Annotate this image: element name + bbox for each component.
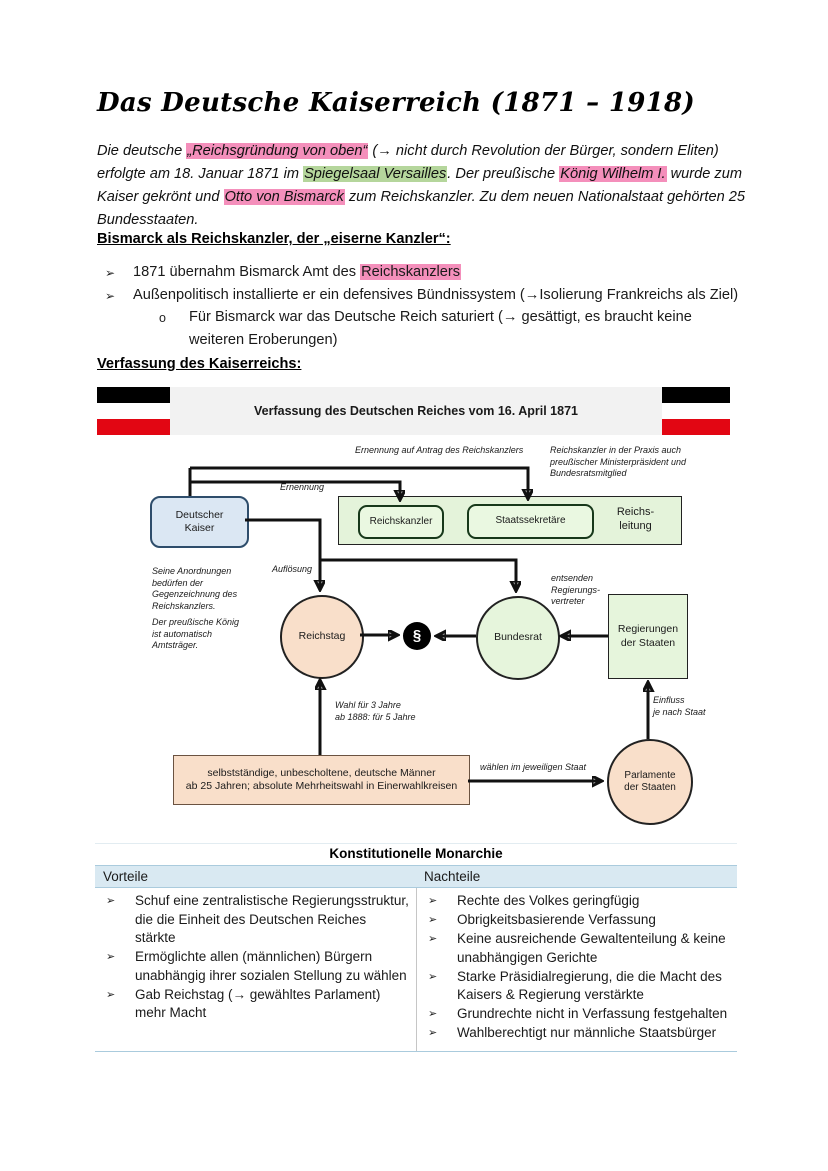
aufloesung-label: Auflösung <box>272 564 313 574</box>
list-item-text: Gab Reichstag (→ gewähltes Parlament) me… <box>135 986 381 1021</box>
bullet-arrow-icon: ➢ <box>428 1008 438 1020</box>
table-header-row: Vorteile Nachteile <box>95 865 737 888</box>
text-segment: Die deutsche <box>97 143 187 159</box>
list-item: ➢ 1871 übernahm Bismarck Amt des Reichsk… <box>97 261 747 284</box>
bullet-text: 1871 übernahm Bismarck Amt des Reichskan… <box>133 264 462 280</box>
column-header-nachteile: Nachteile <box>424 869 481 884</box>
ernennung-label: Ernennung <box>280 482 325 492</box>
list-item: ➢ Obrigkeitsbasierende Verfassung <box>419 911 731 930</box>
list-item: ➢ Wahlberechtigt nur männliche Staatsbürg… <box>419 1024 731 1043</box>
list-item-text: Ermöglichte allen (männlichen) Bürgern u… <box>135 949 407 983</box>
einfluss-label: Einfluss je nach Staat <box>653 695 706 717</box>
staatssekretaere-box: Staatssekretäre <box>467 504 594 539</box>
flag-stripe-black <box>97 387 170 403</box>
bullet-arrow-icon: ➢ <box>106 951 116 963</box>
diagram-title-bar: Verfassung des Deutschen Reiches vom 16.… <box>170 387 662 435</box>
bullet-arrow-icon: ➢ <box>428 895 438 907</box>
flag-stripe-red <box>662 419 730 435</box>
table-title: Konstitutionelle Monarchie <box>95 843 737 865</box>
section-heading-verfassung: Verfassung des Kaiserreichs: <box>97 356 302 372</box>
bullet-arrow-icon: ➢ <box>106 895 116 907</box>
diagram-title: Verfassung des Deutschen Reiches vom 16.… <box>254 404 578 418</box>
highlighted-text: König Wilhelm I. <box>559 166 667 182</box>
list-item-text: Grundrechte nicht in Verfassung festgeha… <box>457 1006 728 1021</box>
paragraph-symbol: § <box>403 622 431 650</box>
list-item-text: Rechte des Volkes geringfügig <box>457 893 640 908</box>
bullet-arrow-icon: ➢ <box>428 933 438 945</box>
list-item-text: Keine ausreichende Gewaltenteilung & kei… <box>457 931 726 965</box>
highlighted-text: Spiegelsaal Versailles <box>303 166 448 182</box>
imperial-flag-right <box>662 387 730 435</box>
intro-paragraph: Die deutsche „Reichsgründung von oben“ (… <box>97 140 747 232</box>
nachteile-cell: ➢ Rechte des Volkes geringfügig ➢ Obrigkeit… <box>416 888 737 1051</box>
reichskanzler-box: Reichskanzler <box>358 505 444 539</box>
reichsleitung-label: Reichs- leitung <box>616 505 655 532</box>
list-item: ➢ Gab Reichstag (→ gewähltes Parlament) m… <box>97 986 410 1023</box>
bullet-text: Außenpolitisch installierte er ein defen… <box>133 287 738 303</box>
text-segment: wurde zum Kaiser gekrönt und <box>97 166 742 205</box>
flag-stripe-red <box>97 419 170 435</box>
text-segment: (→ nicht durch Revolution der Bürger, so… <box>97 143 719 182</box>
bullet-arrow-icon: ➢ <box>428 1027 438 1039</box>
highlighted-text: Otto von Bismarck <box>223 189 345 205</box>
preussischer-koenig-label: Der preußische König ist automatisch Amt… <box>152 617 240 651</box>
waehler-box: selbstständige, unbescholtene, deutsche … <box>173 755 470 805</box>
page-title: Das Deutsche Kaiserreich (1871 – 1918) <box>97 88 695 118</box>
list-item: ➢ Schuf eine zentralistische Regierungsst… <box>97 892 410 948</box>
flag-stripe-black <box>662 387 730 403</box>
constitution-diagram: Verfassung des Deutschen Reiches vom 16.… <box>95 383 743 835</box>
bullet-text: Für Bismarck war das Deutsche Reich satu… <box>189 309 692 348</box>
waehlen-label: wählen im jeweiligen Staat <box>480 762 587 772</box>
kaiser-box: Deutscher Kaiser <box>150 496 249 548</box>
highlighted-text: Reichskanzlers <box>360 264 462 280</box>
list-item: ➢ Starke Präsidialregierung, die die Mach… <box>419 968 731 1005</box>
bullet-arrow-icon: ➢ <box>428 970 438 983</box>
flag-stripe-white <box>97 403 170 419</box>
list-item: ➢ Grundrechte nicht in Verfassung festgeh… <box>419 1005 731 1024</box>
list-item-text: Obrigkeitsbasierende Verfassung <box>457 912 656 927</box>
anordnungen-label: Seine Anordnungen bedürfen der Gegenzeic… <box>152 566 238 612</box>
vorteile-cell: ➢ Schuf eine zentralistische Regierungsst… <box>95 888 416 1051</box>
list-item: ➢ Rechte des Volkes geringfügig <box>419 892 731 911</box>
imperial-flag-left <box>97 387 170 435</box>
section-heading-bismarck: Bismarck als Reichskanzler, der „eiserne… <box>97 231 451 247</box>
list-item: ➢ Keine ausreichende Gewaltenteilung & ke… <box>419 930 731 967</box>
flag-stripe-white <box>662 403 730 419</box>
bismarck-bullet-list: ➢ 1871 übernahm Bismarck Amt des Reichsk… <box>97 261 747 351</box>
parlamente-circle: Parlamente der Staaten <box>607 739 693 825</box>
monarchy-table: Konstitutionelle Monarchie Vorteile Nach… <box>95 843 737 1052</box>
bullet-arrow-icon: ➢ <box>105 266 116 280</box>
ernennung-antrag-label: Ernennung auf Antrag des Reichskanzlers <box>355 445 524 455</box>
bullet-arrow-icon: ➢ <box>428 914 438 926</box>
list-item-text: Schuf eine zentralistische Regierungsstr… <box>135 893 409 945</box>
list-item: ➢ Ermöglichte allen (männlichen) Bürgern … <box>97 948 410 985</box>
reichstag-circle: Reichstag <box>280 595 364 679</box>
bullet-arrow-icon: ➢ <box>106 988 116 1001</box>
column-header-vorteile: Vorteile <box>103 869 149 884</box>
circle-bullet-icon: o <box>159 311 166 325</box>
text-segment: Außenpolitisch installierte er ein defen… <box>133 286 739 303</box>
list-item: o Für Bismarck war das Deutsche Reich sa… <box>97 306 747 351</box>
list-item-text: Wahlberechtigt nur männliche Staatsbürge… <box>457 1025 717 1040</box>
text-segment: 1871 übernahm Bismarck Amt des <box>133 264 361 280</box>
text-segment: zum Reichskanzler. Zu dem neuen National… <box>97 189 745 228</box>
text-segment: Für Bismarck war das Deutsche Reich satu… <box>189 309 692 348</box>
bullet-arrow-icon: ➢ <box>105 288 116 303</box>
entsenden-label: entsenden Regierungs- vertreter <box>551 573 601 607</box>
wahl-label: Wahl für 3 Jahre ab 1888: für 5 Jahre <box>335 700 416 722</box>
highlighted-text: „Reichsgründung von oben“ <box>186 143 369 159</box>
praxis-label: Reichskanzler in der Praxis auch preußis… <box>550 445 687 479</box>
list-item-text: Starke Präsidialregierung, die die Macht… <box>457 968 722 1003</box>
regierungen-box: Regierungen der Staaten <box>608 594 688 679</box>
list-item: ➢ Außenpolitisch installierte er ein def… <box>97 284 747 307</box>
table-body-row: ➢ Schuf eine zentralistische Regierungsst… <box>95 888 737 1052</box>
text-segment: . Der preußische <box>447 166 560 182</box>
bundesrat-circle: Bundesrat <box>476 596 560 680</box>
